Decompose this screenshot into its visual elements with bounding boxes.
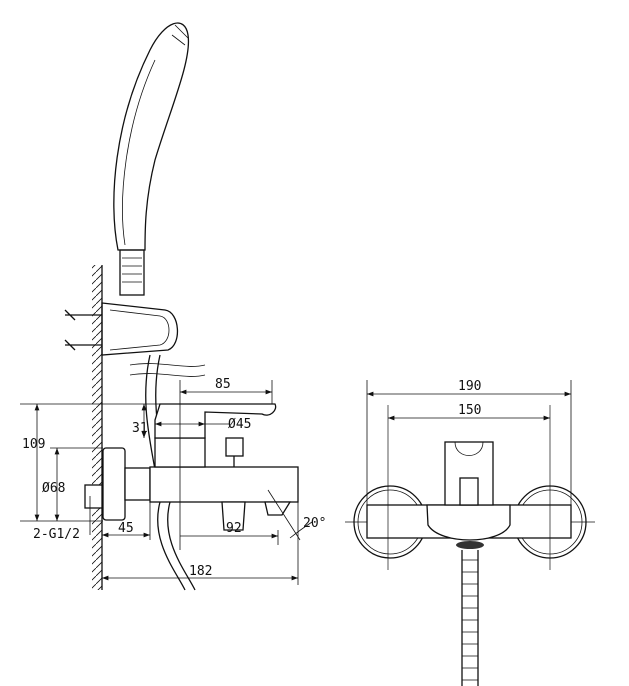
dim-d45-label: Ø45 — [228, 417, 251, 432]
dim-109-label: 109 — [22, 437, 45, 452]
front-hose — [461, 550, 479, 686]
mixer-body — [84, 403, 299, 531]
hand-shower — [113, 22, 190, 296]
front-dimensions — [366, 380, 572, 570]
front-body — [366, 441, 572, 549]
dim-31-label: 31 — [132, 421, 148, 436]
dim-85-label: 85 — [215, 377, 231, 392]
dim-angle-label: 20° — [303, 516, 326, 531]
dim-d68-label: Ø68 — [42, 481, 65, 496]
side-dimensions — [20, 380, 313, 585]
shower-holder — [64, 302, 179, 356]
side-view: 85 31 Ø45 109 Ø68 2-G1/2 45 92 20° 182 — [20, 22, 326, 591]
dim-150-label: 150 — [458, 403, 481, 418]
dim-thread-label: 2-G1/2 — [33, 527, 80, 542]
dim-182-label: 182 — [189, 564, 212, 579]
dim-92-label: 92 — [226, 521, 242, 536]
dim-190-label: 190 — [458, 379, 481, 394]
wall — [92, 265, 103, 590]
dim-45-label: 45 — [118, 521, 134, 536]
front-view: 190 150 — [345, 379, 595, 686]
